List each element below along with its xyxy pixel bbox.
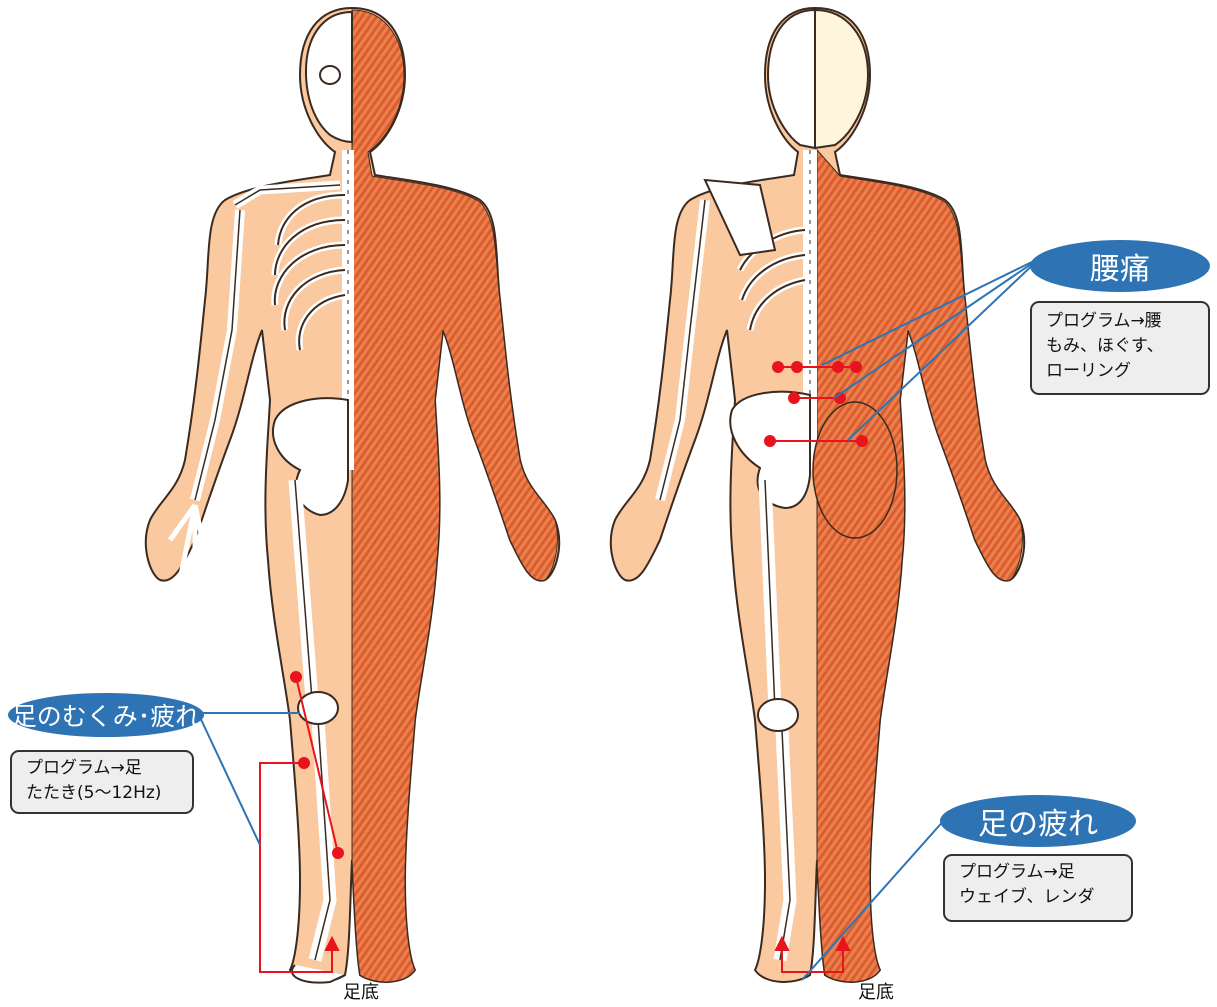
leg-swelling-title: 足のむくみ･疲れ bbox=[8, 693, 204, 737]
leg-fatigue-title: 足の疲れ bbox=[940, 795, 1136, 847]
leg-fatigue-line-1: プログラム→足 bbox=[959, 860, 1121, 885]
marker-dot bbox=[789, 393, 799, 403]
lower-back-pain-program-box: プログラム→腰 もみ、ほぐす、 ローリング bbox=[1030, 301, 1210, 395]
leg-swelling-line-2: たたき(5～12Hz) bbox=[26, 781, 182, 806]
leg-swelling-program-box: プログラム→足 たたき(5～12Hz) bbox=[10, 750, 194, 814]
front-figure bbox=[146, 8, 559, 983]
lower-back-pain-line-1: プログラム→腰 bbox=[1046, 309, 1198, 334]
lower-back-pain-line-3: ローリング bbox=[1046, 359, 1198, 384]
marker-dot bbox=[299, 758, 309, 768]
marker-dot bbox=[333, 848, 343, 858]
leg-fatigue-line-2: ウェイブ、レンダ bbox=[959, 885, 1121, 910]
front-muscle-half bbox=[352, 10, 557, 982]
marker-dot bbox=[851, 362, 861, 372]
leg-fatigue-program-box: プログラム→足 ウェイブ、レンダ bbox=[943, 854, 1133, 922]
marker-dot bbox=[833, 362, 843, 372]
marker-dot bbox=[792, 362, 802, 372]
sole-label-back: 足底 bbox=[858, 978, 894, 1004]
front-eye-socket bbox=[320, 66, 340, 84]
marker-dot bbox=[765, 436, 775, 446]
back-gluteus bbox=[813, 402, 897, 538]
marker-dot bbox=[291, 672, 301, 682]
back-knee bbox=[758, 699, 798, 731]
lower-back-pain-line-2: もみ、ほぐす、 bbox=[1046, 334, 1198, 359]
sole-label-front: 足底 bbox=[343, 978, 379, 1004]
leg-swelling-line-1: プログラム→足 bbox=[26, 756, 182, 781]
marker-dot bbox=[773, 362, 783, 372]
marker-dot bbox=[857, 436, 867, 446]
lower-back-pain-title: 腰痛 bbox=[1030, 240, 1210, 292]
